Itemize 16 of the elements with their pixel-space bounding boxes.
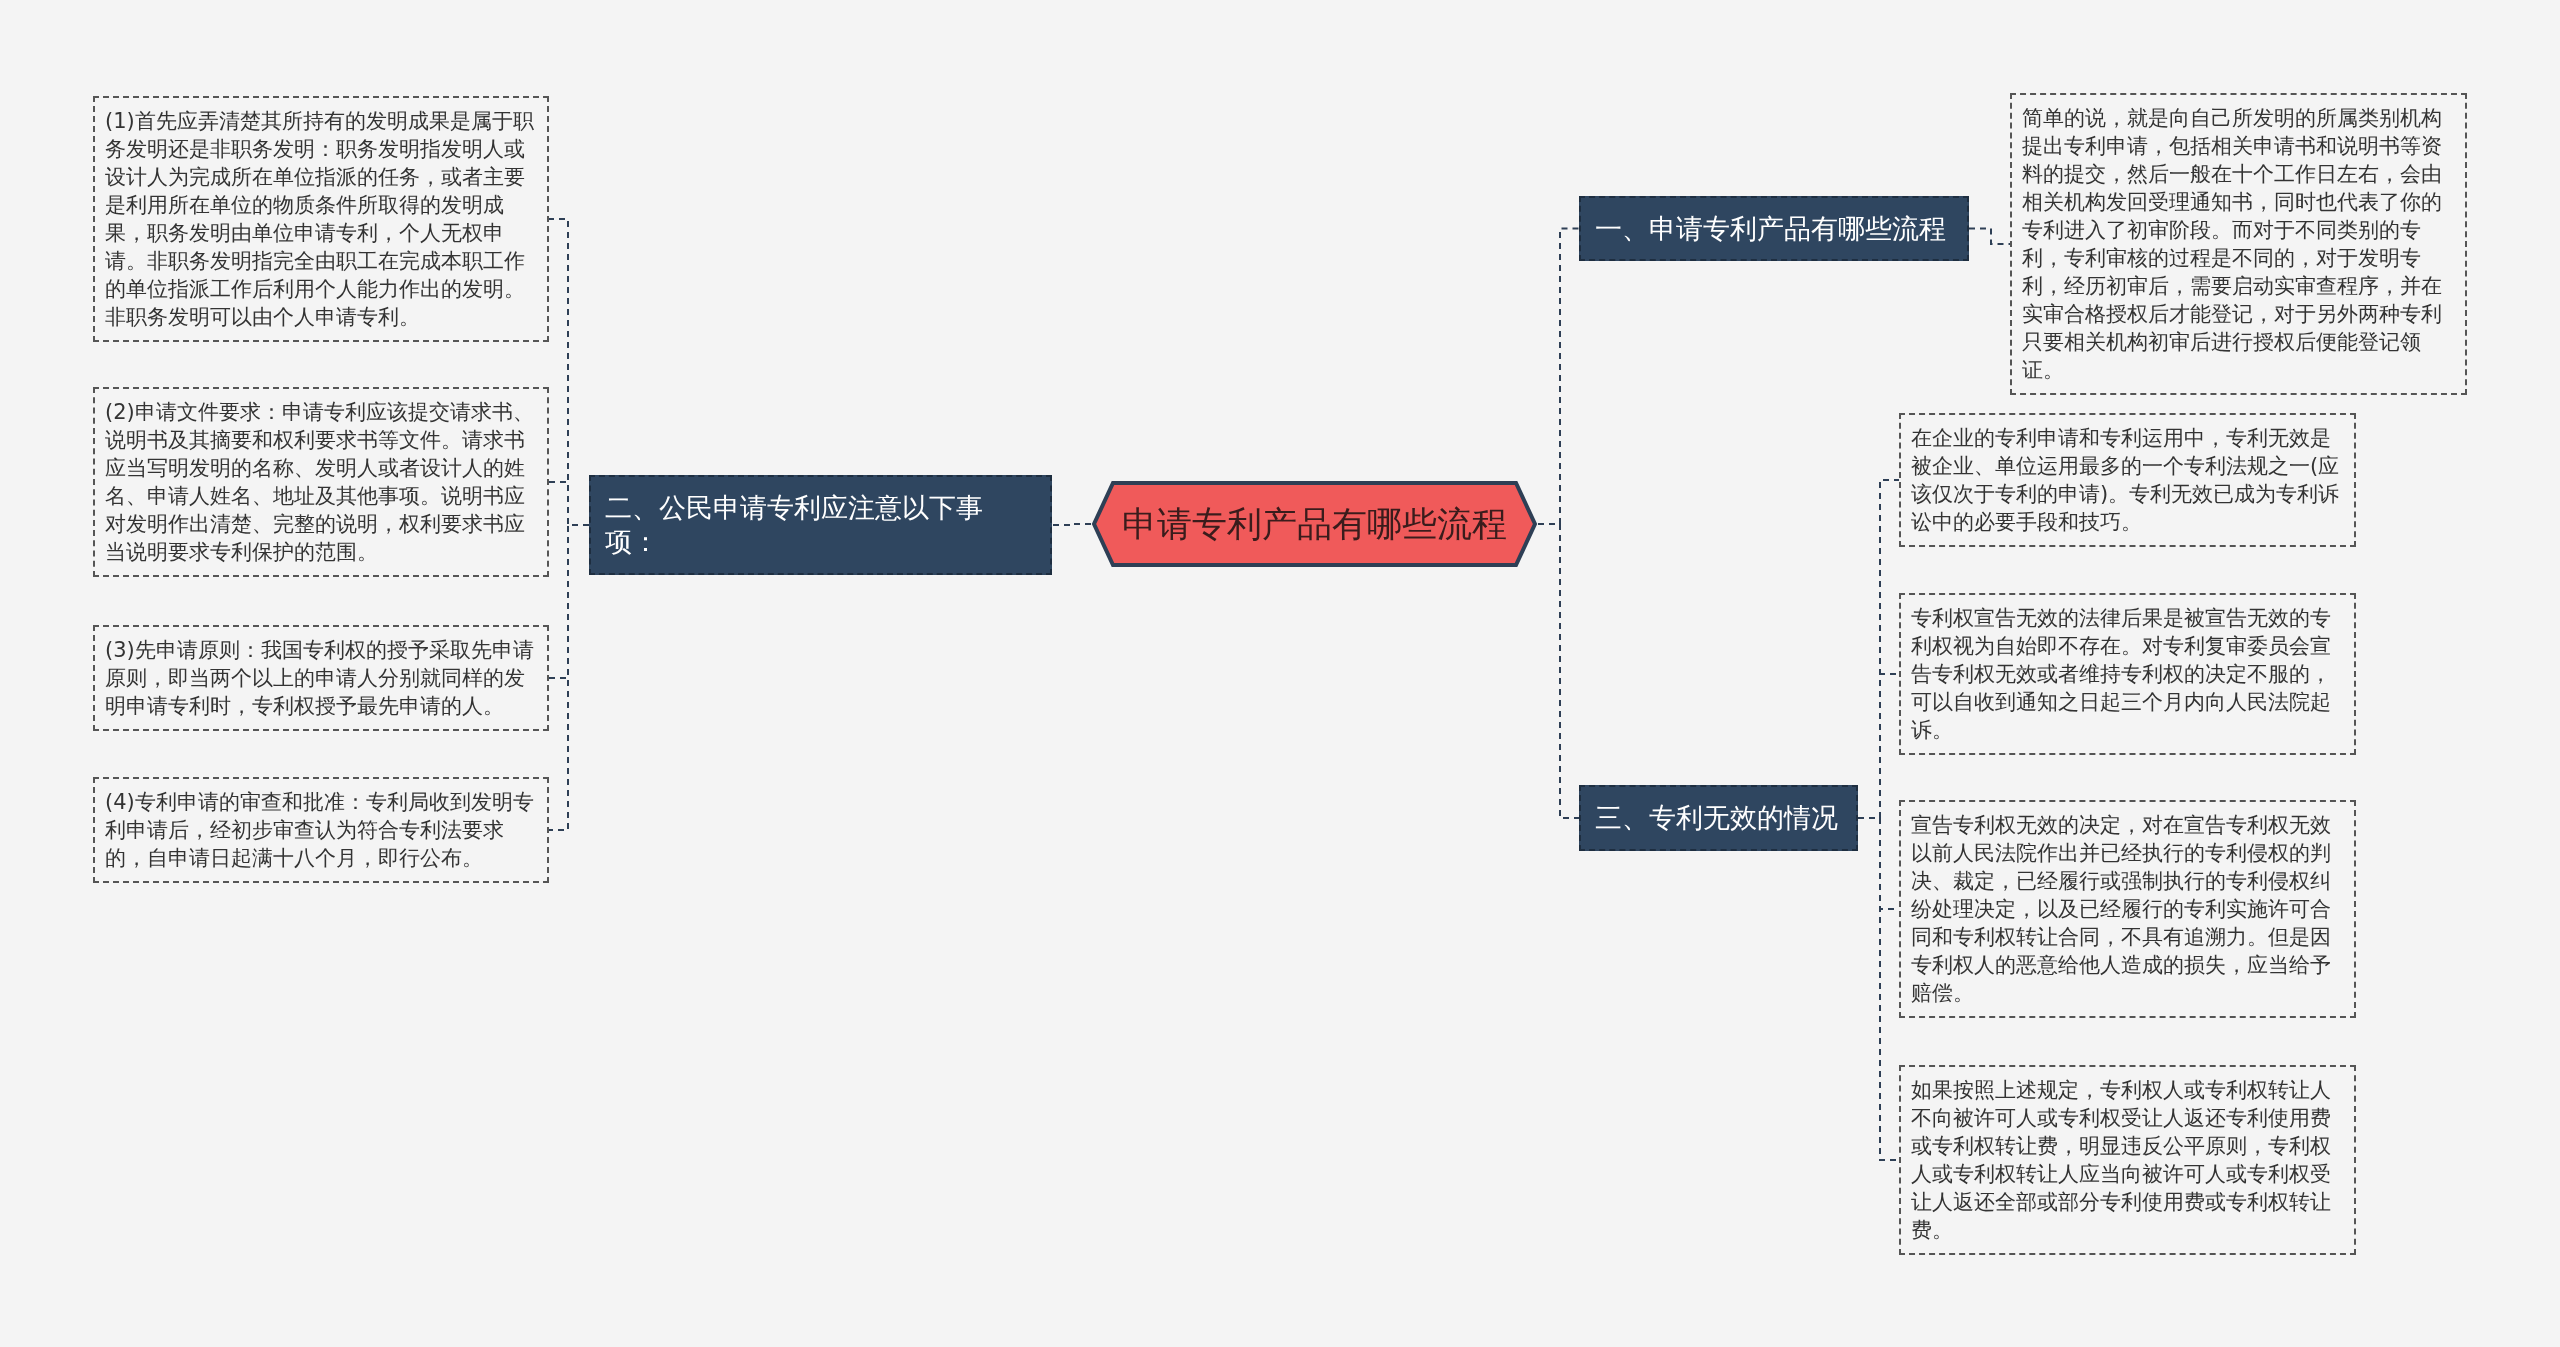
text-box: (1)首先应弄清楚其所持有的发明成果是属于职务发明还是非职务发明：职务发明指发明人或设计人为完成所在单位指派的任务，或者主要是利用所在单位的物质条件所取得的发明成果，职务发明由单位申请专利，个人无权申请。非职务发明指完全由职工在完成本职工作的单位指派工作后利用个人能力作出的发明。非职务发明可以由个人申请专利。 xyxy=(93,96,549,342)
text-box: 简单的说，就是向自己所发明的所属类别机构提出专利申请，包括相关申请书和说明书等资料的提交，然后一般在十个工作日左右，会由相关机构发回受理通知书，同时也代表了你的专利进入了初审阶段。而对于不同类别的专利，专利审核的过程是不同的，对于发明专利，经历初审后，需要启动实审查程序，并在实审合格授权后才能登记，对于另外两种专利只要相关机构初审后进行授权后便能登记领证。 xyxy=(2010,93,2467,395)
connector-line xyxy=(1968,227,2011,245)
topic-box: 一、申请专利产品有哪些流程 xyxy=(1579,196,1969,261)
topic-box: 三、专利无效的情况 xyxy=(1579,785,1858,851)
text-box: (3)先申请原则：我国专利权的授予采取先申请原则，即当两个以上的申请人分别就同样的发明申请专利时，专利权授予最先申请的人。 xyxy=(93,625,549,731)
connector-line xyxy=(1537,523,1580,819)
text-box: 如果按照上述规定，专利权人或专利权转让人不向被许可人或专利权受让人返还专利使用费或专利权转让费，明显违反公平原则，专利权人或专利权转让人应当向被许可人或专利权受让人返还全部或部分专利使用费或专利权转让费。 xyxy=(1899,1065,2356,1255)
text-box: 专利权宣告无效的法律后果是被宣告无效的专利权视为自始即不存在。对专利复审委员会宣告专利权无效或者维持专利权的决定不服的，可以自收到通知之日起三个月内向人民法院起诉。 xyxy=(1899,593,2356,755)
text-box: 在企业的专利申请和专利运用中，专利无效是被企业、单位运用最多的一个专利法规之一(应该仅次于专利的申请)。专利无效已成为专利诉讼中的必要手段和技巧。 xyxy=(1899,413,2356,547)
text-box: (2)申请文件要求：申请专利应该提交请求书、说明书及其摘要和权利要求书等文件。请求书应当写明发明的名称、发明人或者设计人的姓名、申请人姓名、地址及其他事项。说明书应对发明作出清楚、完整的说明，权利要求书应当说明要求专利保护的范围。 xyxy=(93,387,549,577)
connector-line xyxy=(1051,523,1092,526)
topic-box: 二、公民申请专利应注意以下事项： xyxy=(589,475,1052,575)
text-box: 宣告专利权无效的决定，对在宣告专利权无效以前人民法院作出并已经执行的专利侵权的判决、裁定，已经履行或强制执行的专利侵权纠纷处理决定，以及已经履行的专利实施许可合同和专利权转让合同，不具有追溯力。但是因专利权人的恶意给他人造成的损失，应当给予赔偿。 xyxy=(1899,800,2356,1018)
text-box: (4)专利申请的审查和批准：专利局收到发明专利申请后，经初步审查认为符合专利法要求的，自申请日起满十八个月，即行公布。 xyxy=(93,777,549,883)
connector-line xyxy=(548,524,590,831)
